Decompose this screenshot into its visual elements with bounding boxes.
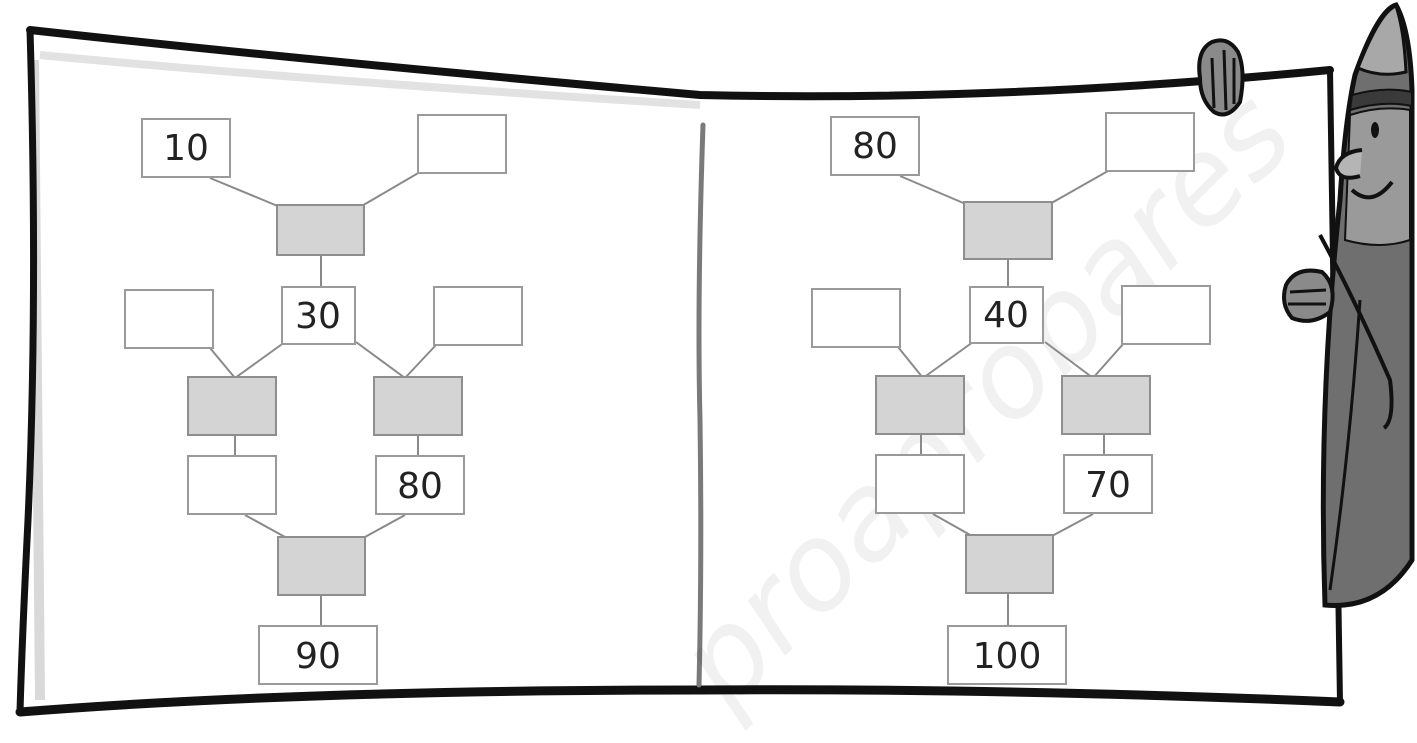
number-middle: 40 [983,295,1029,336]
answer-box-lower-left[interactable] [875,454,965,514]
connector [209,347,236,379]
connector [244,514,286,538]
smile-icon [1350,180,1394,200]
gripping-hand-icon [1197,38,1245,117]
answer-box-top-right[interactable] [1105,112,1195,172]
connector [899,175,969,206]
connector [897,346,924,379]
number-middle: 30 [295,296,341,337]
connector [932,513,973,537]
operator-box-left[interactable] [187,376,277,436]
number-lower-right: 70 [1085,465,1131,506]
number-top-left: 10 [163,128,209,169]
operator-box-left[interactable] [875,375,965,435]
connector [364,514,406,538]
resting-hand-icon [1282,268,1335,323]
connector [1051,513,1094,537]
pencil-face [1343,107,1411,246]
number-box-top-left[interactable] [141,118,231,178]
number-bottom: 90 [295,636,341,677]
arm-line [1318,234,1394,430]
number-lower-right: 80 [397,466,443,507]
answer-box-middle-left[interactable] [811,288,901,348]
operator-box-top[interactable] [276,204,365,256]
answer-box-middle-left[interactable] [124,289,214,349]
number-top-left: 80 [852,126,898,167]
number-box-bottom[interactable] [947,625,1067,685]
operator-box-right[interactable] [373,376,463,436]
connector [355,341,406,379]
pencil-band [1348,88,1413,112]
answer-box-middle-right[interactable] [1121,285,1211,345]
operator-box-bottom[interactable] [965,534,1054,594]
nose-icon [1333,148,1363,180]
connector [209,177,281,208]
eye-icon [1371,122,1379,138]
number-box-lower-right[interactable] [1063,454,1153,514]
number-bottom: 100 [973,636,1042,677]
board-frame-left [16,26,38,716]
connector [922,341,974,379]
connector [234,341,286,379]
connector [404,344,437,379]
board-frame-top [26,26,1334,101]
finger-line [1288,288,1327,306]
number-box-lower-right[interactable] [375,455,465,515]
pencil-tip [1356,4,1408,76]
pencil-edge [1328,299,1362,591]
finger-line [1210,49,1236,111]
connector [359,171,421,208]
number-box-middle[interactable] [969,286,1044,344]
number-box-middle[interactable] [281,286,356,345]
connector [1047,170,1109,206]
answer-box-middle-right[interactable] [433,286,523,346]
operator-box-right[interactable] [1061,375,1151,435]
number-box-bottom[interactable] [258,625,378,685]
left-diagram: 10 30 80 90 [124,114,523,685]
pencil-character-icon [1197,2,1415,608]
center-divider [696,122,706,688]
connector [1092,342,1125,379]
board-frame-bottom [15,685,1345,717]
connector [1044,341,1094,379]
operator-box-top[interactable] [963,201,1053,260]
answer-box-top-right[interactable] [417,114,507,174]
right-diagram: 80 40 70 100 [811,112,1211,685]
operator-box-bottom[interactable] [277,536,366,596]
board-shadow-top [39,51,701,109]
number-box-top-left[interactable] [830,116,920,176]
answer-box-lower-left[interactable] [187,455,277,515]
